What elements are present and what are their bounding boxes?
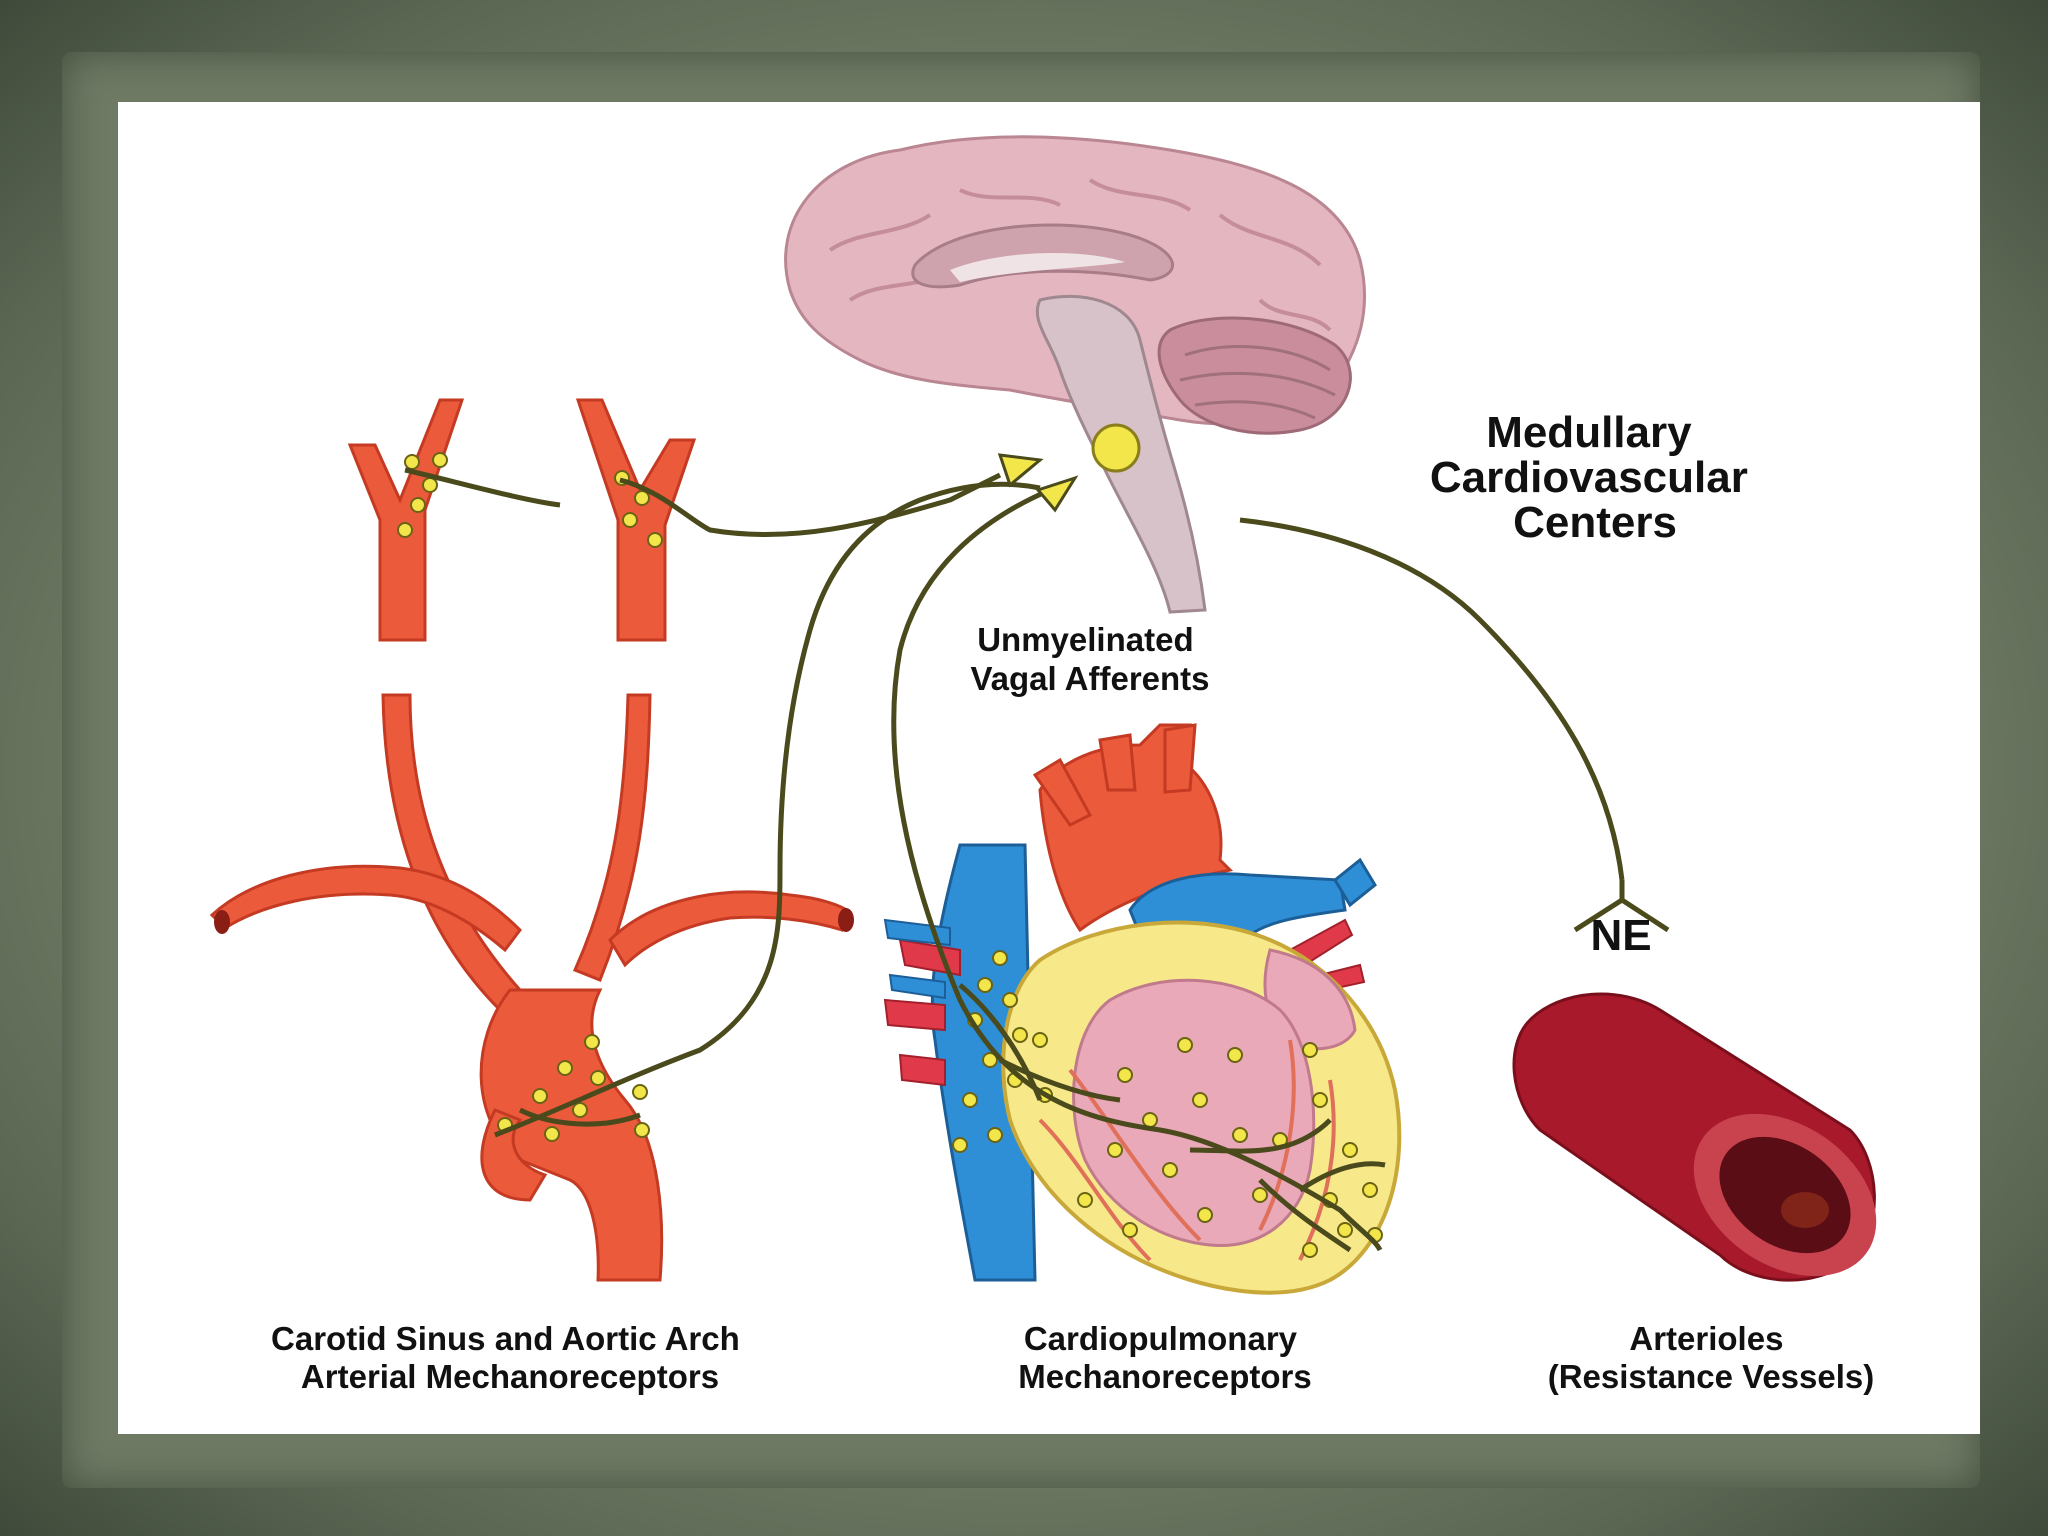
arteriole-illustration	[1512, 992, 1877, 1282]
subclavian-opening-right	[838, 908, 854, 932]
ventricle	[950, 252, 1125, 282]
aortic-afferent-nerve	[494, 481, 1041, 1138]
left-common-carotid	[381, 693, 523, 1013]
arteriole-highlight	[1781, 1192, 1829, 1228]
cerebellum-folia	[1179, 345, 1336, 420]
aortic-arch	[479, 988, 664, 1282]
ventricle-chamber	[1072, 978, 1316, 1248]
coronary-vessels	[1038, 1039, 1336, 1262]
right-common-carotid	[572, 693, 652, 982]
efferent-sympathetic-nerve	[1239, 517, 1625, 881]
left-subclavian	[209, 864, 522, 953]
cardiac-nerve-branches	[518, 983, 1386, 1253]
brain-illustration	[784, 135, 1366, 614]
nerve-pathways	[404, 467, 1670, 1253]
arrowhead-upper	[997, 453, 1044, 488]
ne-terminal	[1573, 880, 1670, 933]
arrowhead-lower	[1035, 475, 1079, 513]
medullary-label: Medullary Cardiovascular Centers	[1430, 408, 1760, 547]
left-carotid-bifurcation	[347, 398, 465, 642]
arterioles-label: Arterioles (Resistance Vessels)	[1548, 1320, 1875, 1395]
carotid-aortic-label: Carotid Sinus and Aortic Arch Arterial M…	[271, 1320, 749, 1395]
aortic-branches	[1032, 723, 1197, 827]
ne-label: NE	[1590, 911, 1651, 960]
heart-illustration	[883, 723, 1402, 1295]
pulmonary-branch-right	[1333, 857, 1377, 908]
subclavian-opening-left	[214, 910, 230, 934]
brain-gyri	[828, 178, 1332, 332]
vagal-afferents-label: Unmyelinated Vagal Afferents	[970, 621, 1209, 697]
pulmonary-arteries-left	[883, 918, 951, 1000]
right-subclavian	[608, 890, 852, 968]
medullary-center-dot	[1091, 423, 1141, 473]
cardiopulmonary-label: Cardiopulmonary Mechanoreceptors	[1018, 1320, 1311, 1395]
carotid-afferent-nerve	[404, 467, 1002, 538]
